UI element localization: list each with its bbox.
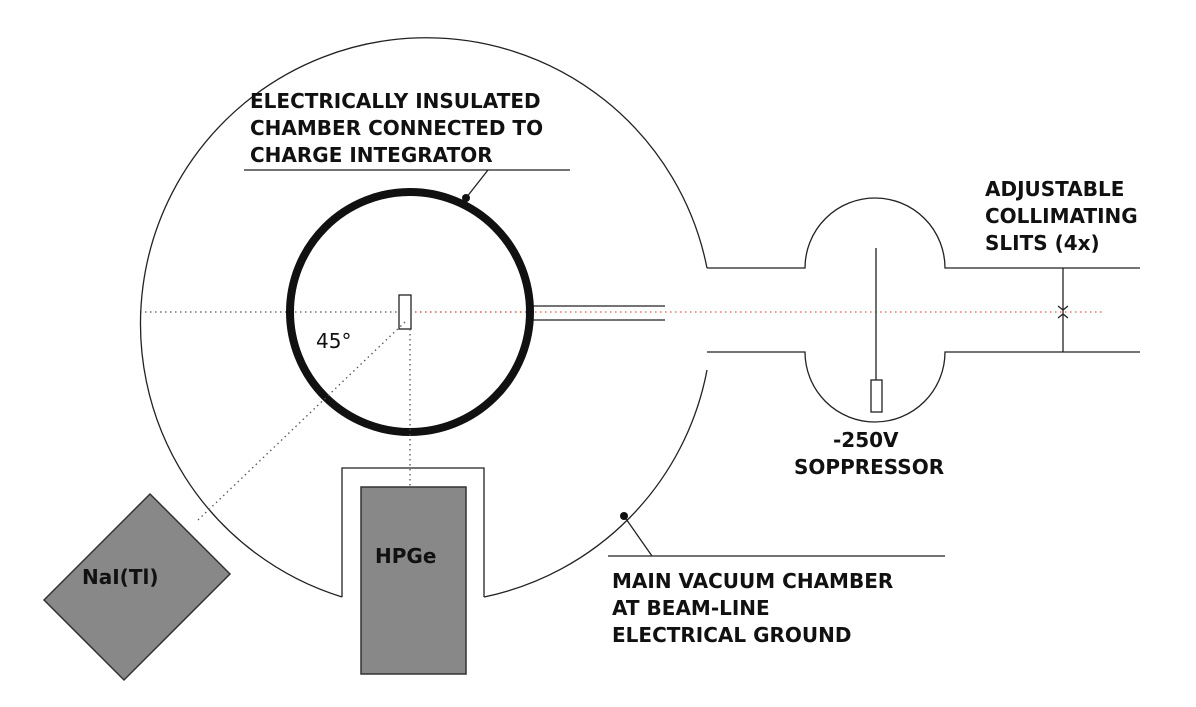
slits-jaw-lower xyxy=(1057,313,1069,319)
beam-pipe-upper xyxy=(707,197,1140,269)
target xyxy=(398,294,412,330)
main-chamber-leader xyxy=(623,515,653,557)
detector-port xyxy=(341,467,485,597)
insulated-chamber-ring xyxy=(286,188,534,436)
insulated-chamber-leader-dot xyxy=(462,194,470,202)
main-chamber-label: MAIN VACUUM CHAMBER AT BEAM-LINE ELECTRI… xyxy=(612,569,900,647)
nai-label: NaI(Tl) xyxy=(82,565,158,589)
beam-pipe-lower xyxy=(707,351,1140,423)
nai-detector xyxy=(42,492,232,682)
insulated-chamber-label: ELECTRICALLY INSULATED CHAMBER CONNECTED… xyxy=(250,89,550,167)
insulated-chamber-leader xyxy=(465,169,489,199)
suppressor-electrode xyxy=(870,379,883,413)
angle-label: 45° xyxy=(316,329,351,353)
hpge-label: HPGe xyxy=(375,544,436,568)
slits-label: ADJUSTABLE COLLIMATING SLITS (4x) xyxy=(985,177,1145,255)
main-vacuum-chamber xyxy=(139,37,708,598)
slits-jaw-upper xyxy=(1057,305,1069,311)
suppressor-label: -250V SOPPRESSOR xyxy=(794,428,944,479)
hpge-detector xyxy=(360,486,467,675)
main-chamber-leader-dot xyxy=(620,512,628,520)
